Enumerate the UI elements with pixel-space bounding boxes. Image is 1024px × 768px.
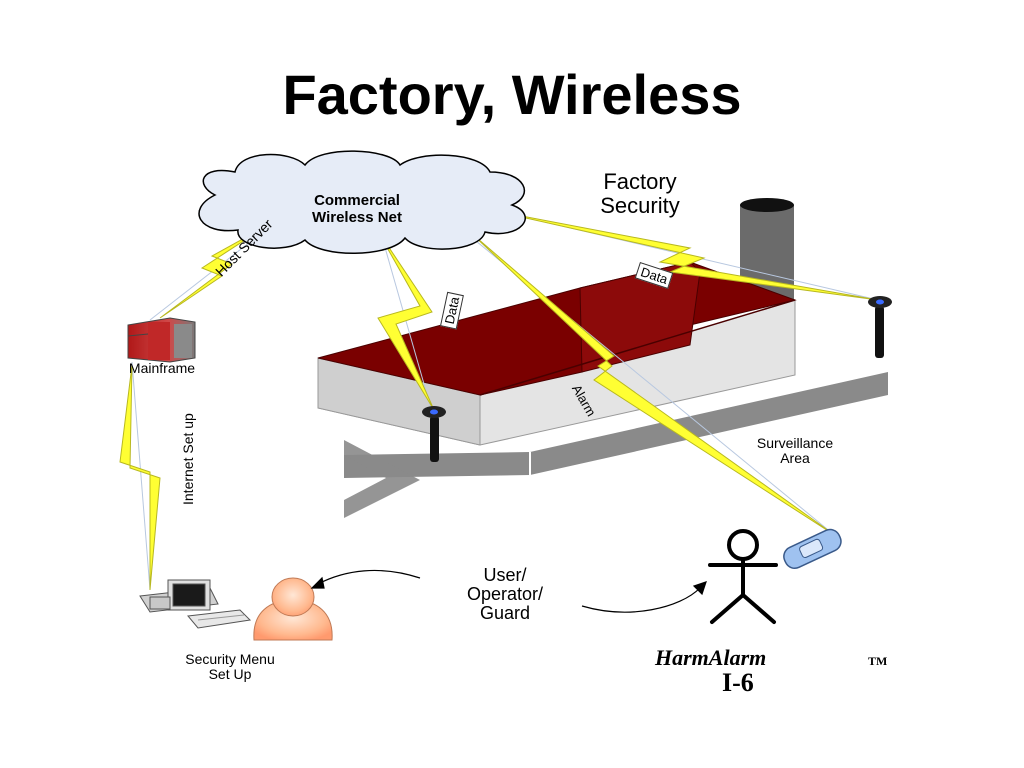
cloud-label-line2: Wireless Net (312, 209, 402, 226)
slide-code: I-6 (722, 668, 754, 697)
surveillance-line1: Surveillance (756, 435, 834, 451)
trademark-mark: TM (868, 654, 888, 668)
menu-line2: Set Up (208, 666, 252, 682)
surveillance-area-label: Surveillance Area (720, 436, 870, 466)
cloud-label-line1: Commercial (314, 192, 400, 209)
factory-security-line2: Security (600, 193, 680, 218)
user-line3: Guard (479, 603, 531, 623)
cloud-label: Commercial Wireless Net (262, 192, 452, 226)
stick-figure-icon (708, 529, 778, 624)
user-line1: User/ (483, 565, 527, 585)
brand-name: HarmAlarm (655, 645, 767, 670)
cell-phone-icon (783, 528, 842, 570)
sensor-post-icon (422, 406, 446, 462)
mainframe-server-icon (127, 317, 196, 363)
lightning-bolt-host (159, 224, 269, 319)
desktop-computer-icon (139, 579, 252, 629)
cloud-icon (198, 150, 526, 254)
factory-security-line1: Factory (603, 169, 677, 194)
slide-title: Factory, Wireless (282, 63, 742, 126)
lightning-bolt-internet (119, 364, 161, 591)
surveillance-line2: Area (780, 450, 810, 466)
factory-security-label: Factory Security (560, 170, 720, 218)
sensor-post-icon (868, 296, 892, 358)
road (344, 372, 888, 518)
user-operator-guard-label: User/ Operator/ Guard (430, 566, 580, 623)
user-line2: Operator/ (466, 584, 544, 604)
menu-line1: Security Menu (185, 651, 275, 667)
internet-setup-label: Internet Set up (180, 413, 196, 505)
user-arrows (310, 569, 707, 613)
mainframe-label: Mainframe (128, 360, 196, 376)
person-avatar-icon (253, 577, 333, 641)
security-menu-label: Security Menu Set Up (140, 652, 320, 682)
